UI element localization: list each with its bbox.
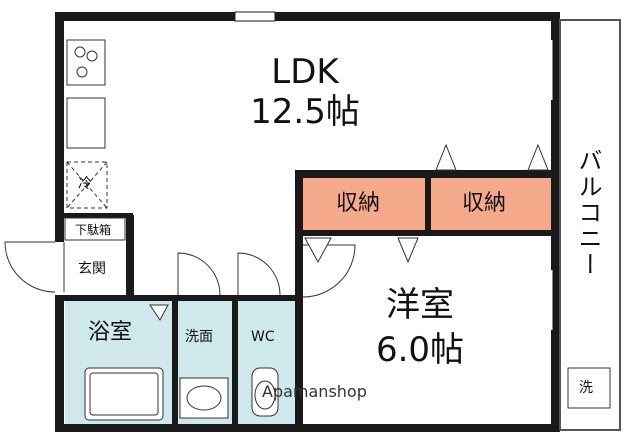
entrance-door	[4, 241, 56, 293]
balcony-outline	[559, 19, 621, 431]
bathtub	[84, 367, 164, 421]
storage-doors	[304, 143, 549, 264]
sink	[66, 97, 106, 149]
storage-2-fill	[431, 178, 551, 230]
balcony-label: バルコニー	[574, 148, 602, 278]
western-room-label: 洋室	[386, 285, 454, 325]
fridge-label: 冷	[78, 176, 92, 192]
storage-1-label: 収納	[336, 191, 381, 216]
washbasin	[179, 377, 229, 419]
western-door	[302, 244, 356, 298]
top-window	[234, 11, 276, 22]
bath-label: 浴室	[88, 320, 133, 345]
wc-label: WC	[251, 329, 275, 345]
ldk-size: 12.5帖	[250, 92, 360, 132]
storage-1-fill	[303, 178, 425, 230]
laundry-label: 洗	[579, 380, 593, 396]
watermark: Apamanshop	[262, 382, 367, 401]
ldk-label: LDK	[271, 52, 339, 92]
shoe-box-label: 下駄箱	[75, 223, 112, 237]
walls	[55, 12, 560, 432]
laundry-box	[567, 367, 611, 409]
entrance-label: 玄関	[78, 261, 106, 277]
stove	[66, 39, 106, 86]
western-room-size: 6.0帖	[375, 330, 465, 370]
washroom-label: 洗面	[185, 329, 213, 345]
shoe-box-outline	[64, 217, 126, 241]
toilet-fixture	[251, 367, 279, 417]
washroom-door	[177, 252, 221, 296]
storage-2-label: 収納	[462, 191, 507, 216]
